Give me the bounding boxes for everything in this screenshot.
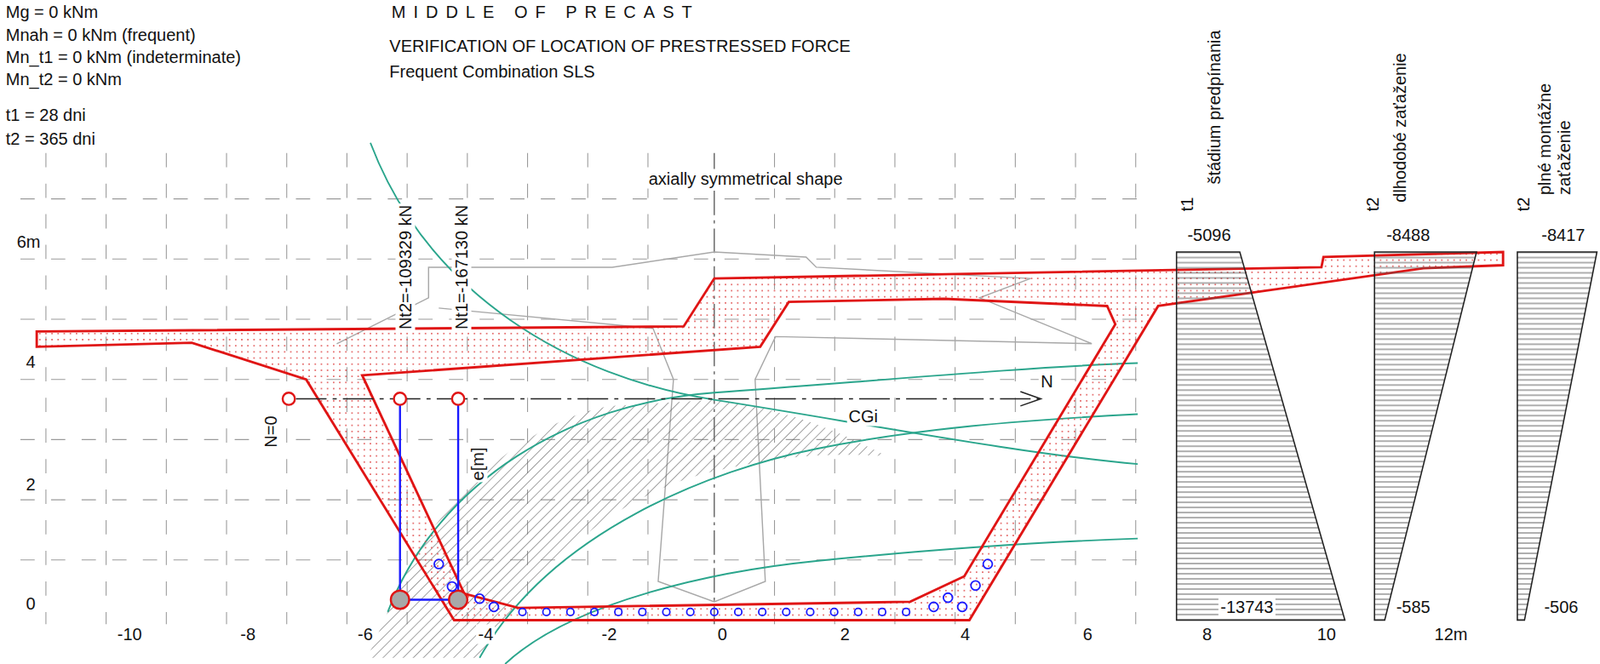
time-note: t1 = 28 dni <box>4 105 88 126</box>
stage-label: t2 <box>1362 194 1383 213</box>
axis-tick: 6m <box>15 232 43 253</box>
tendons <box>434 559 993 616</box>
dimension-label: e[m] <box>467 446 488 483</box>
axis-tick: 8 <box>1200 625 1214 645</box>
axis-tick: -8 <box>238 625 258 645</box>
axis-tick: -10 <box>115 625 144 645</box>
callout-text: axially symmetrical shape <box>647 168 845 189</box>
axis-label: CGi <box>847 406 880 426</box>
eccentricity-lines <box>400 398 459 600</box>
axis-tick: 4 <box>958 625 972 645</box>
kern-curves <box>370 143 1138 664</box>
axis-tick: -6 <box>355 625 375 645</box>
stress-value: -8417 <box>1539 224 1587 245</box>
time-note: t2 = 365 dni <box>4 128 98 149</box>
stage-label: dlhodobé zaťaženie <box>1390 51 1411 204</box>
center-axis <box>713 153 715 626</box>
stress-value: -13743 <box>1218 597 1275 618</box>
stage-label: t2 <box>1513 194 1534 213</box>
axis-tick: 4 <box>23 352 37 373</box>
stress-value: -5096 <box>1185 224 1233 245</box>
load-note: Mnah = 0 kNm (frequent) <box>4 24 198 45</box>
stage-label: plné montážne zaťaženie <box>1535 48 1575 197</box>
axis-tick: 6 <box>1081 625 1095 645</box>
axis-tick: 0 <box>716 625 729 645</box>
axis-tick: 0 <box>23 594 37 614</box>
load-note: Mn_t1 = 0 kNm (indeterminate) <box>4 47 243 68</box>
axis-tick: 2 <box>838 625 852 645</box>
force-label: N=0 <box>260 413 281 449</box>
stress-value: -585 <box>1394 597 1433 618</box>
cgi-axis <box>296 391 1042 407</box>
stress-diagrams <box>1176 252 1598 621</box>
precast-section <box>36 252 1503 621</box>
stress-value: -506 <box>1542 597 1580 618</box>
subtitle: Frequent Combination SLS <box>387 61 597 81</box>
subtitle: VERIFICATION OF LOCATION OF PRESTRESSED … <box>387 35 853 56</box>
axis-tick: 2 <box>23 475 37 495</box>
axis-tick: -4 <box>476 625 496 645</box>
axis-tick: 10 <box>1315 625 1338 645</box>
force-label: Nt2=-109329 kN <box>395 203 415 332</box>
stage-label: t1 <box>1176 194 1197 213</box>
axis-tick: 12m <box>1433 625 1470 645</box>
load-note: Mn_t2 = 0 kNm <box>4 69 124 90</box>
stress-value: -8488 <box>1384 224 1432 245</box>
force-points <box>282 392 468 609</box>
axis-label: N <box>1038 372 1055 392</box>
title-text: MIDDLE OF PRECAST <box>389 2 702 23</box>
load-note: Mg = 0 kNm <box>4 2 100 23</box>
axis-tick: -2 <box>600 625 620 645</box>
force-label: Nt1=-167130 kN <box>451 203 471 332</box>
stage-label: štádium predpínania <box>1204 28 1225 186</box>
